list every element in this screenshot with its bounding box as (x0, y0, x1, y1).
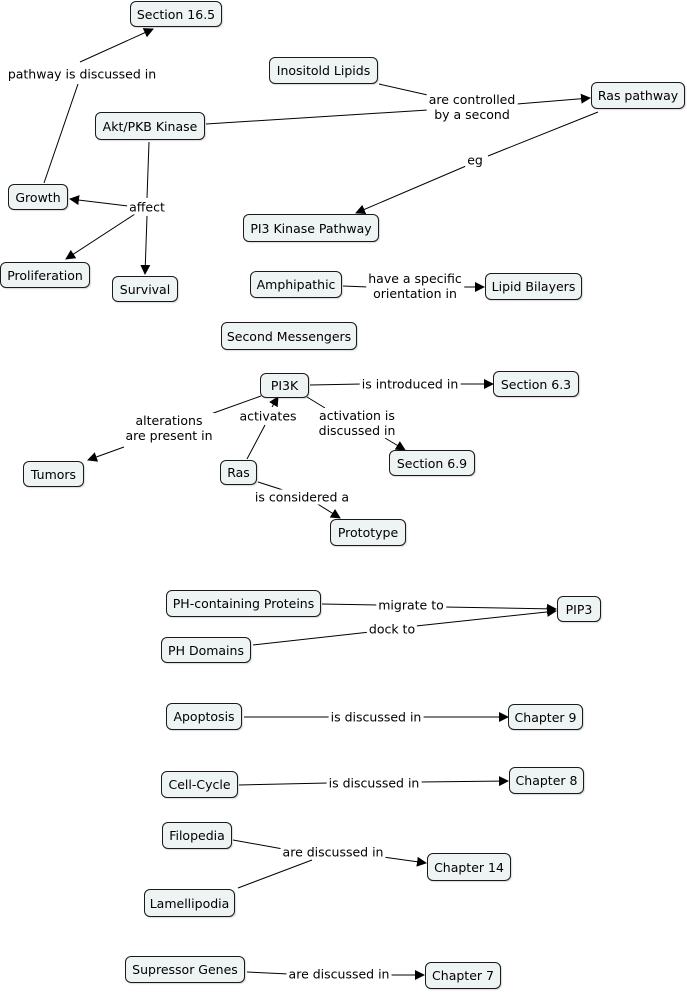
link-label-pathway-discussed: pathway is discussed in (5, 66, 159, 82)
link-label-considered-a: is considered a (252, 489, 352, 505)
link-label-introduced-in: is introduced in (359, 376, 461, 392)
link-label-affect: affect (127, 199, 167, 215)
node-apoptosis[interactable]: Apoptosis (166, 703, 242, 730)
edge-ras-to-activates (246, 424, 266, 460)
edge-amphipathic-to-label (342, 285, 369, 288)
node-ras-pathway[interactable]: Ras pathway (591, 82, 685, 109)
node-cell-cycle[interactable]: Cell-Cycle (161, 771, 238, 798)
edge-affect-to-proliferation (65, 213, 136, 260)
edge-lamellipodia-to-label (237, 859, 313, 889)
node-section-6-3[interactable]: Section 6.3 (493, 371, 579, 397)
node-ph-domains[interactable]: PH Domains (161, 637, 251, 663)
edge-ras-to-considered (257, 481, 284, 491)
edge-docklabel-to-pip3 (415, 606, 557, 627)
link-label-alterations-present: alterations are present in (123, 413, 215, 443)
edge-akt-to-affect (146, 141, 150, 199)
node-survival[interactable]: Survival (112, 276, 178, 302)
edge-akt-to-label (205, 109, 429, 125)
node-growth[interactable]: Growth (8, 184, 68, 210)
edge-affect-to-growth (69, 195, 129, 207)
node-lipid-bilayers[interactable]: Lipid Bilayers (485, 273, 582, 300)
edge-label-to-chapter14 (382, 856, 427, 867)
edge-phproteins-to-label (321, 603, 379, 606)
node-chapter-14[interactable]: Chapter 14 (427, 853, 511, 881)
node-ras[interactable]: Ras (220, 460, 257, 485)
edge-pi3k-to-alterations (207, 395, 262, 416)
edge-growth-to-label (43, 83, 79, 184)
edge-label-to-raspathway (516, 93, 591, 105)
edge-pi3k-to-label (309, 383, 363, 386)
edge-pi3k-to-activation (306, 396, 326, 409)
link-label-migrate-to: migrate to (376, 597, 446, 613)
link-label-activates: activates (237, 408, 299, 424)
link-label-dock-to: dock to (366, 621, 418, 637)
edge-label-to-chapter8 (419, 776, 509, 787)
node-inositol-lipids[interactable]: Inositold Lipids (269, 57, 378, 84)
node-chapter-8[interactable]: Chapter 8 (509, 767, 584, 794)
edge-alterations-to-tumors (87, 446, 125, 462)
node-proliferation[interactable]: Proliferation (0, 262, 90, 288)
node-second-messengers[interactable]: Second Messengers (221, 322, 357, 350)
edge-activates-to-pi3k (269, 396, 279, 408)
edge-eg-to-pi3kinase (355, 165, 467, 215)
node-chapter-7[interactable]: Chapter 7 (425, 962, 501, 989)
link-label-eg: eg (465, 152, 485, 168)
edge-activation-to-section69 (384, 437, 406, 451)
link-label-apoptosis-discussed: is discussed in (328, 709, 424, 725)
edge-label-to-section165 (79, 28, 154, 63)
node-pi3k[interactable]: PI3K (260, 373, 309, 398)
edge-phdomains-to-label (252, 631, 371, 646)
node-section-16-5[interactable]: Section 16.5 (130, 1, 222, 27)
link-label-controlled-by-second: are controlled by a second (426, 92, 518, 122)
link-label-specific-orientation: have a specific orientation in (366, 271, 464, 301)
node-akt-pkb-kinase[interactable]: Akt/PKB Kinase (95, 112, 205, 140)
edge-suppressor-to-label (246, 971, 290, 975)
node-amphipathic[interactable]: Amphipathic (250, 271, 342, 298)
node-pi3-kinase-pathway[interactable]: PI3 Kinase Pathway (243, 214, 379, 242)
edge-cellcycle-to-label (238, 782, 329, 786)
link-label-suppressor-discussed: are discussed in (286, 966, 392, 982)
node-section-6-9[interactable]: Section 6.9 (389, 450, 475, 476)
node-prototype[interactable]: Prototype (330, 519, 406, 546)
link-label-activation-discussed: activation is discussed in (316, 408, 398, 438)
edge-affect-to-survival (140, 215, 151, 275)
node-pip3[interactable]: PIP3 (557, 596, 601, 622)
node-filopedia[interactable]: Filopedia (162, 822, 232, 849)
link-label-are-discussed-in: are discussed in (280, 844, 386, 860)
node-chapter-9[interactable]: Chapter 9 (508, 704, 583, 730)
node-tumors[interactable]: Tumors (23, 461, 84, 487)
node-lamellipodia[interactable]: Lamellipodia (144, 889, 235, 917)
edge-filopedia-to-label (232, 839, 284, 850)
link-label-cellcycle-discussed: is discussed in (326, 775, 422, 791)
edge-inositol-to-label (378, 83, 433, 97)
node-suppressor-genes[interactable]: Supressor Genes (125, 956, 245, 983)
edge-raspathway-to-eg (487, 111, 599, 157)
node-ph-containing-proteins[interactable]: PH-containing Proteins (166, 590, 321, 617)
edge-considered-to-prototype (315, 502, 341, 519)
edge-label-to-pip3 (443, 603, 557, 614)
